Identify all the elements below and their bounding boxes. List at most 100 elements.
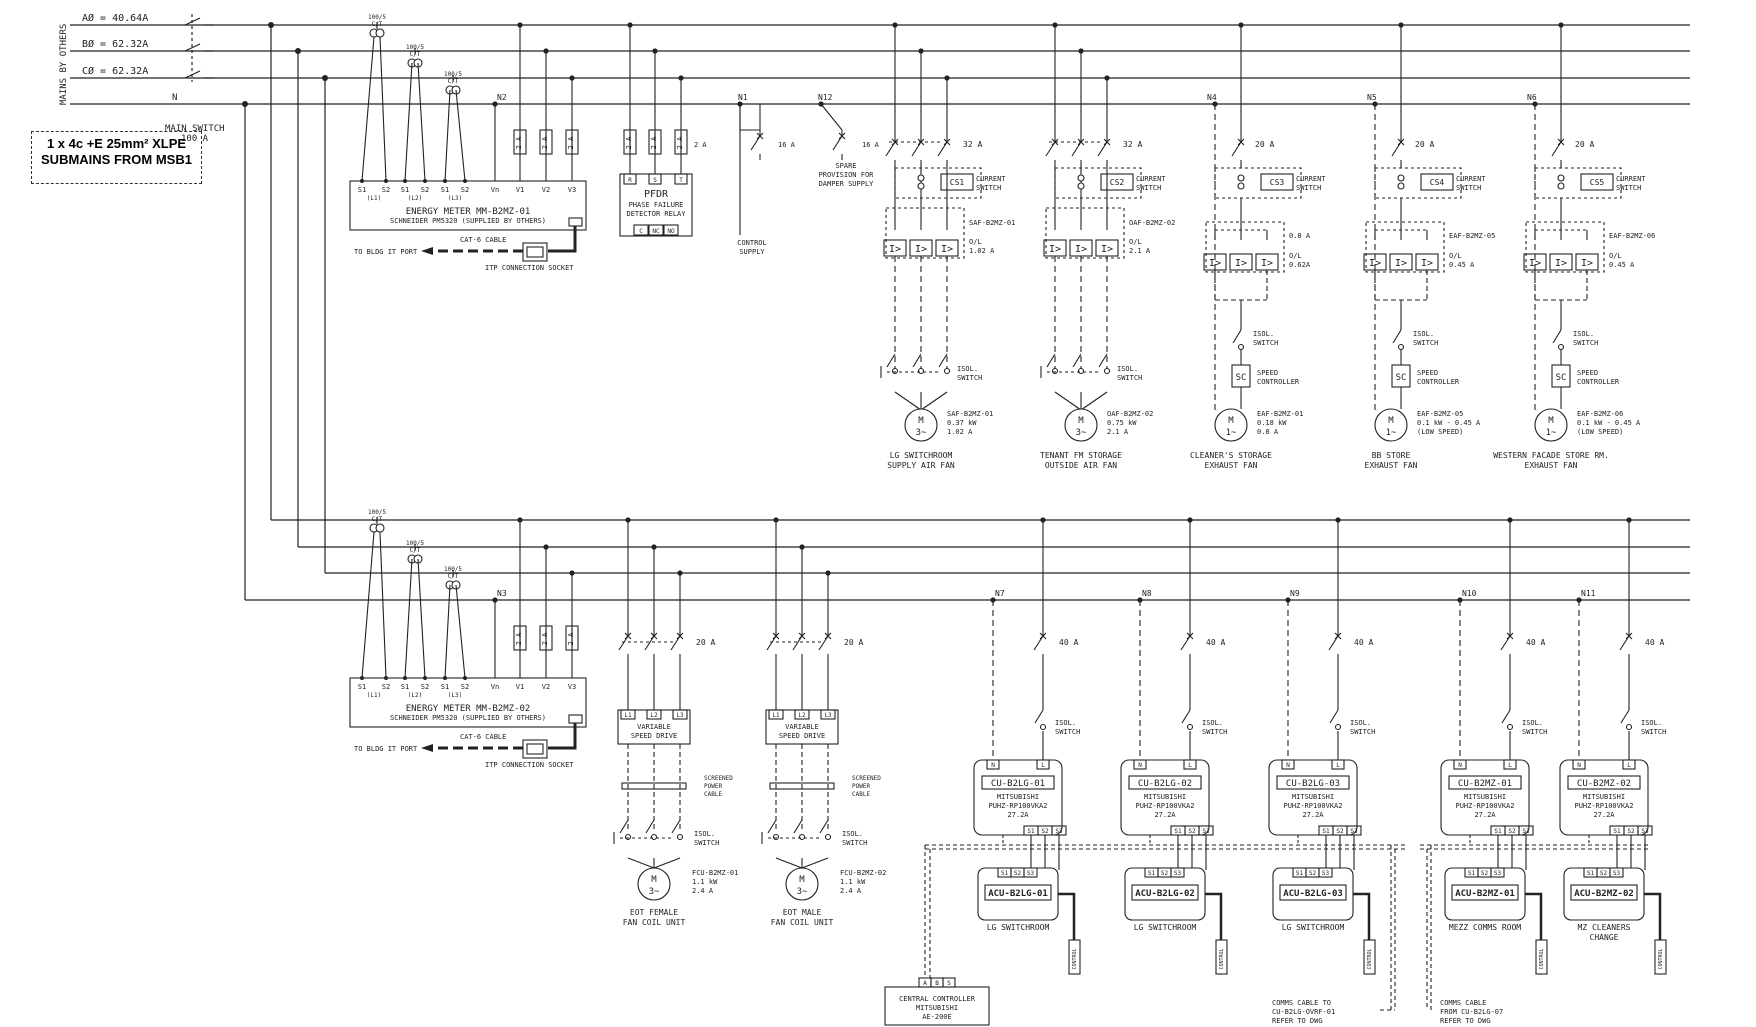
control-tag: CONTROL (1219, 948, 1225, 969)
cu-tag-box (1567, 775, 1641, 790)
itp-socket-label: ITP CONNECTION SOCKET (485, 264, 574, 272)
it-port-label: TO BLDG IT PORT (354, 745, 418, 753)
current-switch-label: CURRENT (1616, 175, 1646, 183)
wire (361, 531, 375, 679)
cu-comm-label: S3 (1202, 828, 1210, 835)
isolator-label: SWITCH (1573, 339, 1598, 347)
wire (820, 103, 843, 131)
speed-controller-tag: SC (1396, 373, 1407, 383)
meter-terminal: S1 (441, 186, 449, 194)
current-switch-label: CURRENT (976, 175, 1006, 183)
acu-terminal-label: S2 (1309, 870, 1317, 877)
motor-kw: 0.1 kW - 0.45 A (1577, 419, 1641, 427)
meter-terminal: V3 (568, 186, 576, 194)
wire (767, 819, 777, 834)
meter-phase-ref: (L1) (367, 195, 381, 202)
wire (1334, 632, 1342, 640)
neutral-label: N (172, 93, 177, 103)
motor-m: M (799, 875, 805, 885)
motor-m: M (1078, 416, 1084, 426)
starter-tag: 0.8 A (1289, 232, 1311, 240)
cs-coil (1557, 174, 1565, 182)
cu-comm-label: S1 (1174, 828, 1182, 835)
acu-tag: ACU-B2LG-01 (988, 889, 1048, 899)
cu-comm-label: S1 (1027, 828, 1035, 835)
cu-breaker-rating: 40 A (1354, 638, 1373, 647)
condensing-unit-box (1440, 759, 1530, 836)
fcu-name: FAN COIL UNIT (771, 918, 834, 927)
cu-amps: 27.2A (1154, 811, 1176, 819)
acu-tag-box (1131, 884, 1199, 901)
current-switch-label: SWITCH (976, 184, 1001, 192)
overload-symbol: I> (1075, 244, 1087, 255)
cu-make: MITSUBISHI (1464, 793, 1506, 801)
current-switch-label: CURRENT (1296, 175, 1326, 183)
current-switch-tag: CS1 (950, 178, 965, 187)
cu-breaker-rating: 40 A (1645, 638, 1664, 647)
cu-comm-label: S3 (1522, 828, 1530, 835)
vsd-terminal (794, 709, 810, 720)
cu-terminal (1503, 759, 1517, 770)
condensing-unit-box (1120, 759, 1210, 836)
control-tag-box (1068, 939, 1081, 975)
fcu-name: EOT MALE (783, 908, 822, 917)
wire (404, 62, 413, 182)
meter-terminal: V1 (516, 186, 524, 194)
isolator-label: ISOL. (1055, 719, 1076, 727)
acu-tag: ACU-B2MZ-01 (1455, 889, 1515, 899)
cu-terminal-label: L (1508, 762, 1512, 769)
wire (1551, 141, 1562, 157)
overload-symbol: I> (1421, 258, 1433, 269)
cu-terminal (1572, 759, 1586, 770)
fan-breaker-rating: 20 A (1255, 140, 1274, 149)
meter-terminal: V2 (542, 186, 550, 194)
wire (1500, 635, 1511, 651)
acu-terminal-label: S1 (1468, 870, 1476, 877)
cu-make: MITSUBISHI (1583, 793, 1625, 801)
wire (801, 857, 829, 869)
cu-model: PUHZ-RP100VKA2 (1455, 802, 1514, 810)
fuse-rating: 2 A (625, 136, 633, 149)
cs-coil (917, 174, 925, 182)
energy-meter-title: ENERGY METER MM-B2MZ-01 (406, 207, 531, 217)
control-tag-box (1535, 939, 1548, 975)
overload-symbol: I> (915, 244, 927, 255)
wire (798, 632, 806, 640)
overload-symbol: I> (1581, 258, 1593, 269)
busbars-and-mains (70, 14, 1690, 601)
meter-voltage-fuse (539, 625, 553, 651)
wire (1080, 391, 1108, 411)
cu-terminal-label: N (1458, 762, 1462, 769)
control-cable (1644, 892, 1662, 940)
overload-frame (1045, 207, 1125, 259)
wire (793, 819, 803, 834)
pfdr-contact (633, 224, 649, 236)
acu-terminal-label: S1 (1296, 870, 1304, 877)
wire (1557, 138, 1565, 146)
fan-breaker-rating: 20 A (1575, 140, 1594, 149)
acu-room: CHANGE (1590, 933, 1619, 942)
cu-amps: 27.2A (1007, 811, 1029, 819)
overload-symbol: I> (1049, 244, 1061, 255)
wire (1046, 353, 1056, 368)
meter-terminal: S2 (461, 186, 469, 194)
acu-tag-box (984, 884, 1052, 901)
isolator-contact (1039, 723, 1047, 731)
isolator-contact (943, 367, 951, 375)
overload-frame (1205, 221, 1285, 273)
motor-tag: SAF-B2MZ-01 (947, 410, 993, 418)
current-switch-label: SWITCH (1296, 184, 1321, 192)
wire (772, 632, 780, 640)
acu-terminal (1490, 867, 1505, 878)
control-cable (1058, 892, 1076, 940)
isolator-label: ISOL. (1641, 719, 1662, 727)
central-terminal-label: B (935, 980, 939, 987)
motor-symbol (1534, 408, 1568, 442)
isolator-label: SWITCH (1641, 728, 1666, 736)
